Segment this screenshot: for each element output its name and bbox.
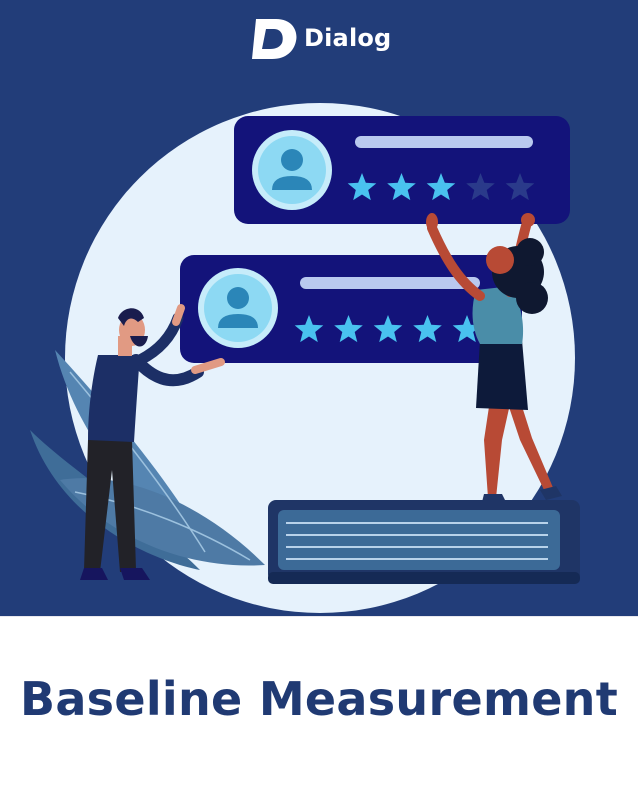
user-avatar-icon (281, 149, 303, 171)
star-filled-icon (334, 315, 363, 343)
reviews-illustration (30, 103, 580, 613)
page-title: Baseline Measurement (19, 672, 619, 726)
star-filled-icon (373, 315, 403, 343)
book (268, 500, 580, 584)
star-filled-icon (426, 173, 456, 201)
man-figure (80, 304, 225, 580)
star-filled-icon (347, 173, 377, 201)
star-filled-icon (294, 315, 324, 343)
star-filled-icon (413, 315, 442, 343)
brand-name: Dialog (304, 24, 392, 52)
star-empty-icon (505, 173, 535, 201)
star-filled-icon (387, 173, 416, 201)
star-filled-icon (452, 315, 482, 343)
star-empty-icon (466, 173, 495, 201)
review-card-bottom (180, 255, 522, 363)
footer-panel (0, 616, 638, 789)
review-card-top (234, 116, 570, 224)
user-avatar-icon (227, 287, 249, 309)
dialog-logo-icon (252, 19, 297, 59)
woman-figure (426, 213, 562, 502)
hero-illustration-panel: Dialog (0, 0, 638, 616)
dialog-logo[interactable]: Dialog (250, 12, 391, 64)
